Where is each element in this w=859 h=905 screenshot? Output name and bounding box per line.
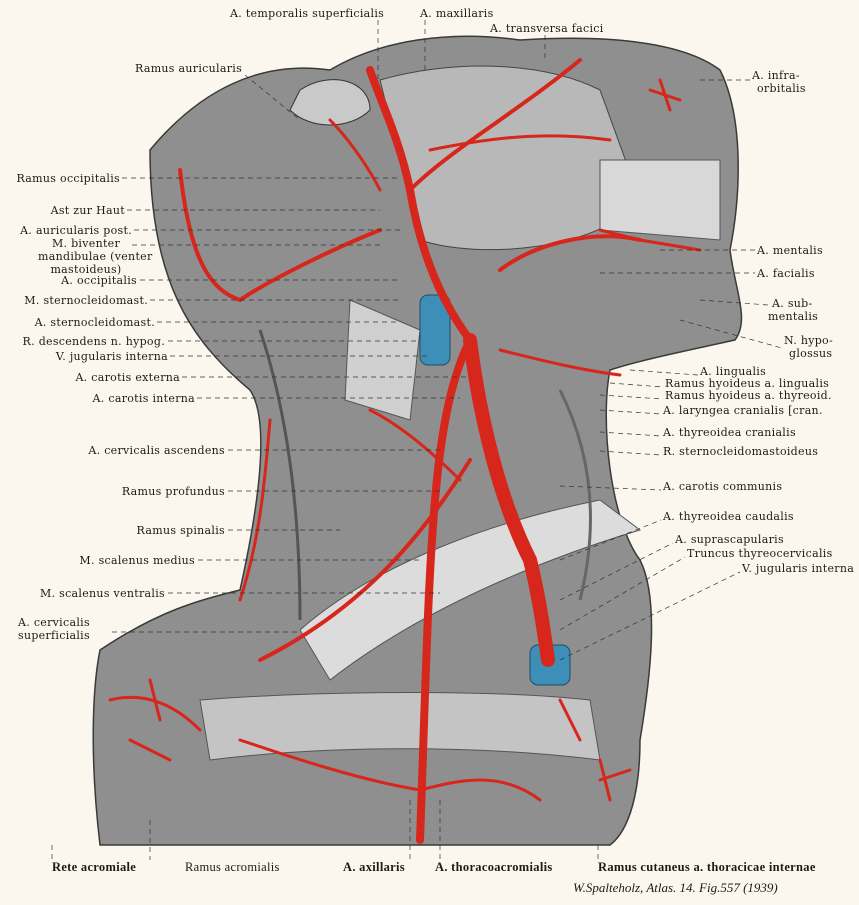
label-line: glossus [789,347,833,360]
label-a-maxillaris: A. maxillaris [420,7,494,20]
label-a-cervicalis-superficialis: A. cervicalis superficialis [18,616,90,642]
label-v-jugularis-interna-right: V. jugularis interna [742,562,855,575]
label-a-axillaris: A. axillaris [343,860,405,874]
label-line: mandibulae (venter [38,250,153,263]
label-a-transversa-facici: A. transversa facici [490,22,604,35]
label-a-carotis-communis: A. carotis communis [663,480,783,493]
label-n-hypoglossus: N. hypo- glossus [784,334,833,360]
label-a-facialis: A. facialis [757,267,815,280]
label-ramus-cutaneus: Ramus cutaneus a. thoracicae internae [598,860,816,874]
label-line: superficialis [18,629,90,642]
label-a-temporalis-superficialis: A. temporalis superficialis [230,7,385,20]
label-line: orbitalis [757,82,806,95]
label-a-cervicalis-ascendens: A. cervicalis ascendens [88,444,225,457]
label-ramus-occipitalis: Ramus occipitalis [16,172,120,185]
label-a-suprascapularis: A. suprascapularis [675,533,784,546]
label-m-scalenus-ventralis: M. scalenus ventralis [40,587,165,600]
label-a-lingualis: A. lingualis [700,365,767,378]
label-a-thyreoidea-cranialis: A. thyreoidea cranialis [663,426,796,439]
label-line: A. sub- [772,297,813,310]
label-a-submentalis: A. sub- mentalis [768,297,818,323]
label-a-carotis-externa: A. carotis externa [75,371,180,384]
label-m-sternocleidomast: M. sternocleidomast. [24,294,148,307]
label-v-jugularis-interna-left: V. jugularis interna [55,350,168,363]
label-ramus-acromialis: Ramus acromialis [185,860,280,874]
label-r-descendens: R. descendens n. hypog. [22,335,165,348]
label-line: N. hypo- [784,334,833,347]
label-a-mentalis: A. mentalis [757,244,823,257]
label-truncus-thyreocervicalis: Truncus thyreocervicalis [687,547,833,560]
label-a-laryngea-cranialis: A. laryngea cranialis [cran. [663,404,823,417]
label-line: mentalis [768,310,819,323]
label-ramus-profundus: Ramus profundus [121,485,225,498]
figure-citation: W.Spalteholz, Atlas. 14. Fig.557 (1939) [573,880,778,895]
label-line: mastoideus) [50,263,122,276]
label-a-sternocleidomast: A. sternocleidomast. [34,316,155,329]
label-rete-acromiale: Rete acromiale [52,860,137,874]
label-line: A. cervicalis [18,616,90,629]
label-m-biventer: M. biventer mandibulae (venter mastoideu… [38,237,153,276]
label-a-thoracoacromialis: A. thoracoacromialis [435,860,553,874]
label-a-thyreoidea-caudalis: A. thyreoidea caudalis [663,510,794,523]
label-r-sternocleidomastoideus: R. sternocleidomastoideus [663,445,819,458]
label-a-infraorbitalis: A. infra- orbitalis [752,69,806,95]
label-ramus-hyoideus-lingualis: Ramus hyoideus a. lingualis [665,377,830,390]
label-ramus-auricularis: Ramus auricularis [135,62,243,75]
label-ramus-hyoideus-thyreoid: Ramus hyoideus a. thyreoid. [665,389,832,402]
label-m-scalenus-medius: M. scalenus medius [79,554,195,567]
label-line: A. infra- [752,69,800,82]
leader-lines [51,20,783,860]
label-line: M. biventer [51,237,121,250]
label-ast-zur-haut: Ast zur Haut [50,204,125,217]
label-a-carotis-interna: A. carotis interna [92,392,195,405]
label-a-occipitalis: A. occipitalis [61,274,137,287]
label-ramus-spinalis: Ramus spinalis [136,524,225,537]
label-a-auricularis-post: A. auricularis post. [20,224,132,237]
